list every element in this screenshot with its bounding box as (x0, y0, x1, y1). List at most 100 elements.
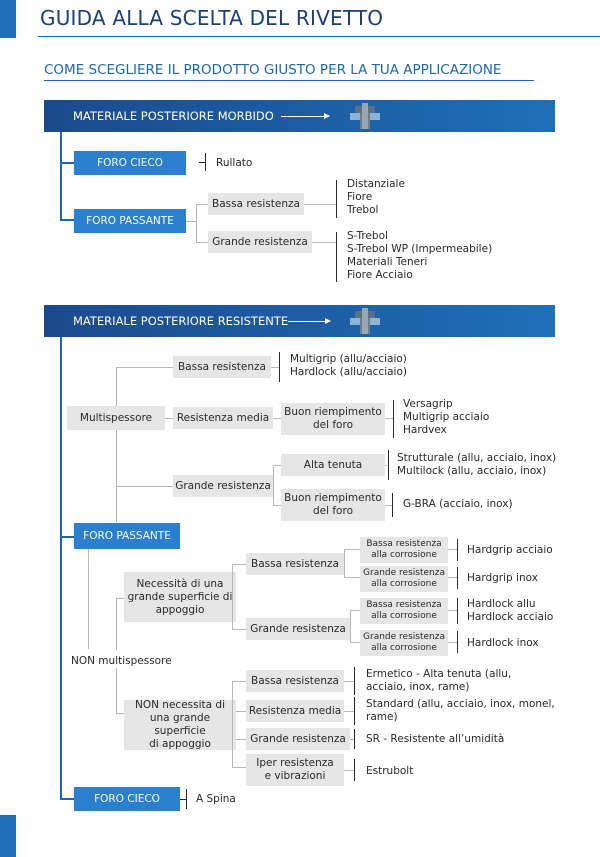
box-line: Bassa resistenza (366, 539, 442, 549)
rivet-icon (350, 308, 380, 334)
result-hardgrip-inox: Hardgrip inox (467, 572, 538, 584)
box-line: Buon riempimento (284, 492, 382, 504)
connector (236, 739, 246, 740)
box-line: del foro (312, 505, 353, 517)
box-bassa-resistenza: Bassa resistenza (208, 193, 304, 215)
page-subtitle: COME SCEGLIERE IL PRODOTTO GIUSTO PER LA… (44, 62, 502, 78)
connector (232, 629, 246, 630)
result-fiore-acciaio: Fiore Acciaio (347, 269, 413, 281)
rivet-icon (350, 103, 380, 129)
box-line: appoggio (155, 603, 205, 616)
result-a-spina: A Spina (196, 793, 236, 805)
connector (116, 486, 173, 487)
bracket (199, 162, 205, 163)
box-line: Grande resistenza (363, 632, 445, 642)
connector (344, 681, 354, 682)
connector (344, 549, 360, 550)
box-line: grande superficie di (127, 590, 233, 603)
box-corr-bassa-1: Bassa resistenza alla corrosione (360, 537, 448, 563)
bracket (186, 789, 187, 809)
result-multilock: Multilock (allu, acciaio, inox) (397, 465, 547, 477)
bracket (354, 697, 355, 725)
title-rule (38, 36, 600, 37)
box-line: alla corrosione (371, 611, 437, 621)
box-line: di appoggio (149, 738, 211, 750)
connector (116, 598, 124, 599)
bracket (457, 598, 458, 624)
connector (186, 221, 196, 222)
connector (350, 610, 351, 642)
box-buon-riempimento: Buon riempimento del foro (281, 489, 385, 521)
bracket (180, 799, 186, 800)
connector (88, 549, 89, 649)
connector (196, 204, 208, 205)
result-strutturale: Strutturale (allu, acciaio, inox) (397, 452, 557, 464)
connector (116, 367, 117, 406)
box-m-bassa: Bassa resistenza (173, 356, 271, 378)
box-line: Necessità di una (136, 577, 224, 590)
bracket (392, 493, 393, 517)
box-nn-iper: Iper resistenza e vibrazioni (246, 754, 344, 786)
connector (116, 598, 117, 650)
bracket (457, 539, 458, 561)
left-accent-bar (0, 0, 16, 38)
result-sr: SR - Resistente all’umidità (366, 733, 505, 745)
connector (60, 337, 62, 800)
box-alta-tenuta: Alta tenuta (281, 454, 385, 476)
result-standard-1: Standard (allu, acciaio, inox, monel, (366, 698, 555, 710)
connector (344, 711, 354, 712)
bracket (354, 759, 355, 781)
box-nn-bassa: Bassa resistenza (246, 670, 344, 692)
connector (304, 204, 336, 205)
label-non-multispessore: NON multispessore (71, 655, 172, 667)
box-m-media: Resistenza media (173, 407, 273, 429)
connector (60, 162, 74, 164)
connector (273, 505, 281, 506)
connector (448, 610, 457, 611)
bracket (336, 232, 337, 282)
box-line: alla corrosione (371, 550, 437, 560)
bracket (457, 567, 458, 589)
box-corr-grande-2: Grande resistenza alla corrosione (360, 630, 448, 656)
box-multispessore: Multispessore (67, 406, 165, 430)
box-m-media-riempimento: Buon riempimento del foro (281, 403, 385, 435)
result-multigrip-acciaio: Multigrip acciaio (403, 411, 490, 423)
box-line: Iper resistenza (256, 757, 334, 769)
result-rullato: Rullato (216, 157, 253, 169)
connector (116, 486, 117, 522)
connector (60, 219, 74, 221)
connector (344, 549, 345, 577)
result-multigrip: Multigrip (allu/acciaio) (290, 353, 407, 365)
arrow-right-icon (288, 318, 331, 324)
section-header-soft: MATERIALE POSTERIORE MORBIDO (44, 100, 555, 132)
bracket (279, 352, 280, 382)
bracket (336, 180, 337, 218)
connector (344, 577, 360, 578)
box-corr-bassa-2: Bassa resistenza alla corrosione (360, 598, 448, 624)
connector (60, 798, 74, 800)
bracket (388, 450, 389, 480)
connector (350, 642, 360, 643)
box-non-necessita: NON necessita di una grande superficie d… (124, 699, 236, 750)
box-line: Buon riempimento (284, 406, 382, 418)
result-materiali-teneri: Materiali Teneri (347, 256, 428, 268)
result-s-trebol: S-Trebol (347, 230, 388, 242)
box-line: NON necessita di (135, 699, 225, 711)
result-estrubolt: Estrubolt (366, 765, 414, 777)
result-s-trebol-wp: S-Trebol WP (Impermeabile) (347, 243, 493, 255)
connector (116, 668, 117, 713)
result-versagrip: Versagrip (403, 398, 453, 410)
connector (385, 465, 387, 466)
left-accent-bar (0, 815, 16, 857)
connector (236, 711, 246, 712)
connector (116, 713, 124, 714)
result-g-bra: G-BRA (acciaio, inox) (403, 498, 513, 510)
box-foro-passante-hard: FORO PASSANTE (74, 523, 180, 549)
box-nn-grande: Grande resistenza (246, 728, 350, 750)
connector (273, 418, 281, 419)
connector (232, 767, 246, 768)
box-line: una grande superficie (149, 712, 211, 737)
result-trebol: Trebol (347, 204, 379, 216)
bracket (354, 729, 355, 749)
connector (273, 465, 281, 466)
